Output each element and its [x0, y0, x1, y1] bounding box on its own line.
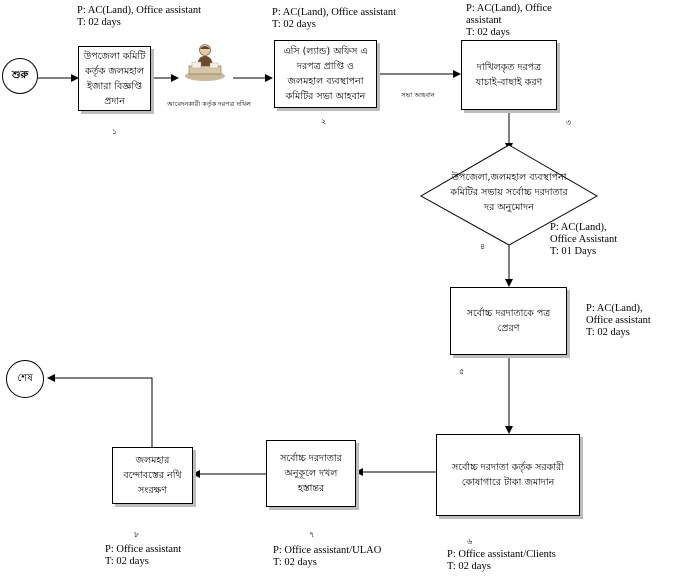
step3-number: ৩: [566, 118, 572, 127]
step5-meta: P: AC(Land), Office assistant T: 02 days: [586, 303, 651, 338]
decision-diamond: [419, 144, 599, 246]
step5-text: সর্বোচ্চ দরদাতাকে পত্র প্রেরণ: [466, 308, 551, 334]
step7-meta: P: Office assistant/ULAO T: 02 days: [273, 545, 382, 568]
step7-number: ৭: [309, 530, 315, 539]
step8-text: জলমহার বন্দোবস্তের নথি সংরক্ষণ: [123, 455, 182, 496]
step6-meta: P: Office assistant/Clients T: 02 days: [447, 549, 556, 572]
step6-box: সর্বোচ্চ দরদাতা কর্তৃক সরকারী কোষাগারে ট…: [436, 434, 580, 516]
step1-meta: P: AC(Land), Office assistant T: 02 days: [77, 5, 202, 28]
step2-meta: P: AC(Land), Office assistant T: 02 days: [272, 7, 397, 30]
step8-number: ৮: [134, 530, 140, 539]
step4-meta: P: AC(Land), Office Assistant T: 01 Days: [550, 222, 618, 257]
step5-box: সর্বোচ্চ দরদাতাকে পত্র প্রেরণ: [450, 287, 567, 355]
step7-text: সর্বোচ্চ দরদাতার অনুকূলে দখল হস্তান্তর: [280, 453, 342, 494]
step1-box: উপজেলা কমিটি কর্তৃক জলমহাল ইজারা বিজ্ঞপ্…: [78, 46, 151, 111]
step6-number: ৬: [467, 537, 473, 546]
step2-number: ২: [321, 117, 327, 126]
step2-text: এসি (ল্যান্ড) অফিস এ দরপত্র প্রাপ্তি ও জ…: [283, 46, 368, 102]
step7-box: সর্বোচ্চ দরদাতার অনুকূলে দখল হস্তান্তর: [266, 440, 356, 507]
step3-box: দাখিলকৃত দরপত্র যাচাই-বাছাই করণ: [461, 40, 557, 110]
step5-number: ৫: [459, 367, 465, 376]
end-node: শেষ: [6, 360, 44, 398]
step1-text: উপজেলা কমিটি কর্তৃক জলমহাল ইজারা বিজ্ঞপ্…: [83, 50, 146, 107]
step8-box: জলমহার বন্দোবস্তের নথি সংরক্ষণ: [112, 447, 193, 504]
step6-text: সর্বোচ্চ দরদাতা কর্তৃক সরকারী কোষাগারে ট…: [452, 462, 564, 488]
step3-text: দাখিলকৃত দরপত্র যাচাই-বাছাই করণ: [475, 62, 543, 88]
step2-box: এসি (ল্যান্ড) অফিস এ দরপত্র প্রাপ্তি ও জ…: [274, 40, 377, 108]
step8-meta: P: Office assistant T: 02 days: [105, 544, 182, 567]
arrow-step8-to-end: [47, 374, 153, 447]
step4-number: ৪: [480, 242, 486, 251]
start-node: শুরু: [2, 58, 38, 94]
person-at-desk-icon: [183, 42, 228, 82]
step1-number: ১: [112, 127, 118, 136]
applicant-label: আবেদনকারী কর্তৃক দরপত্র দখিল: [167, 100, 251, 108]
step3-meta: P: AC(Land), Office assistant T: 02 days: [466, 3, 552, 38]
step4-text: উপজেলা,জলমহাল ব্যবস্থাপনা কমিটির সভায় স…: [450, 172, 568, 213]
meeting-label: সভা আহবান: [401, 91, 435, 99]
